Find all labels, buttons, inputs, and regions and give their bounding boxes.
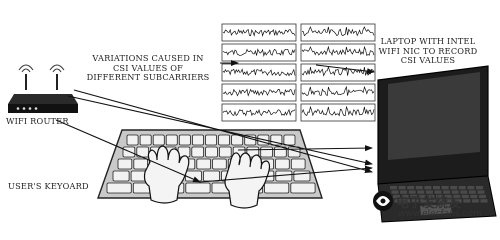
- csi-subplot: [300, 63, 376, 82]
- csi-subplot: [221, 83, 297, 102]
- diagram-artwork: [8, 23, 497, 223]
- laptop-label: LAPTOP WITH INTEL WIFI NIC TO RECORD CSI…: [378, 36, 478, 65]
- watermark-url: www.elecfans.com: [398, 209, 482, 219]
- csi-subplot: [221, 103, 297, 122]
- watermark-logo-icon: [373, 191, 393, 211]
- keyboard-label: USER'S KEYOARD: [8, 181, 89, 191]
- csi-subplot: [221, 23, 297, 42]
- csi-subplot: [300, 103, 376, 122]
- router-icon: [8, 64, 78, 113]
- signal-arrows: [55, 60, 375, 183]
- hands-icon: [143, 145, 271, 209]
- csi-plots: [221, 23, 376, 122]
- csi-subplot: [300, 23, 376, 42]
- diagram: VARIATIONS CAUSED IN CSI VALUES OF DIFFE…: [6, 23, 497, 223]
- csi-subplot: [221, 63, 297, 82]
- keyboard-icon: [97, 129, 323, 199]
- csi-subplot: [300, 83, 376, 102]
- router-label: WIFI ROUTER: [6, 116, 69, 126]
- laptop-keyboard: [390, 186, 488, 203]
- csi-subplot: [221, 43, 297, 62]
- keyboard-keys: [106, 134, 316, 194]
- csi-variation-label: VARIATIONS CAUSED IN CSI VALUES OF DIFFE…: [86, 53, 210, 82]
- watermark-logo-text: 电子发烧友: [396, 196, 462, 211]
- csi-subplot: [300, 43, 376, 62]
- laptop-icon: [377, 65, 497, 223]
